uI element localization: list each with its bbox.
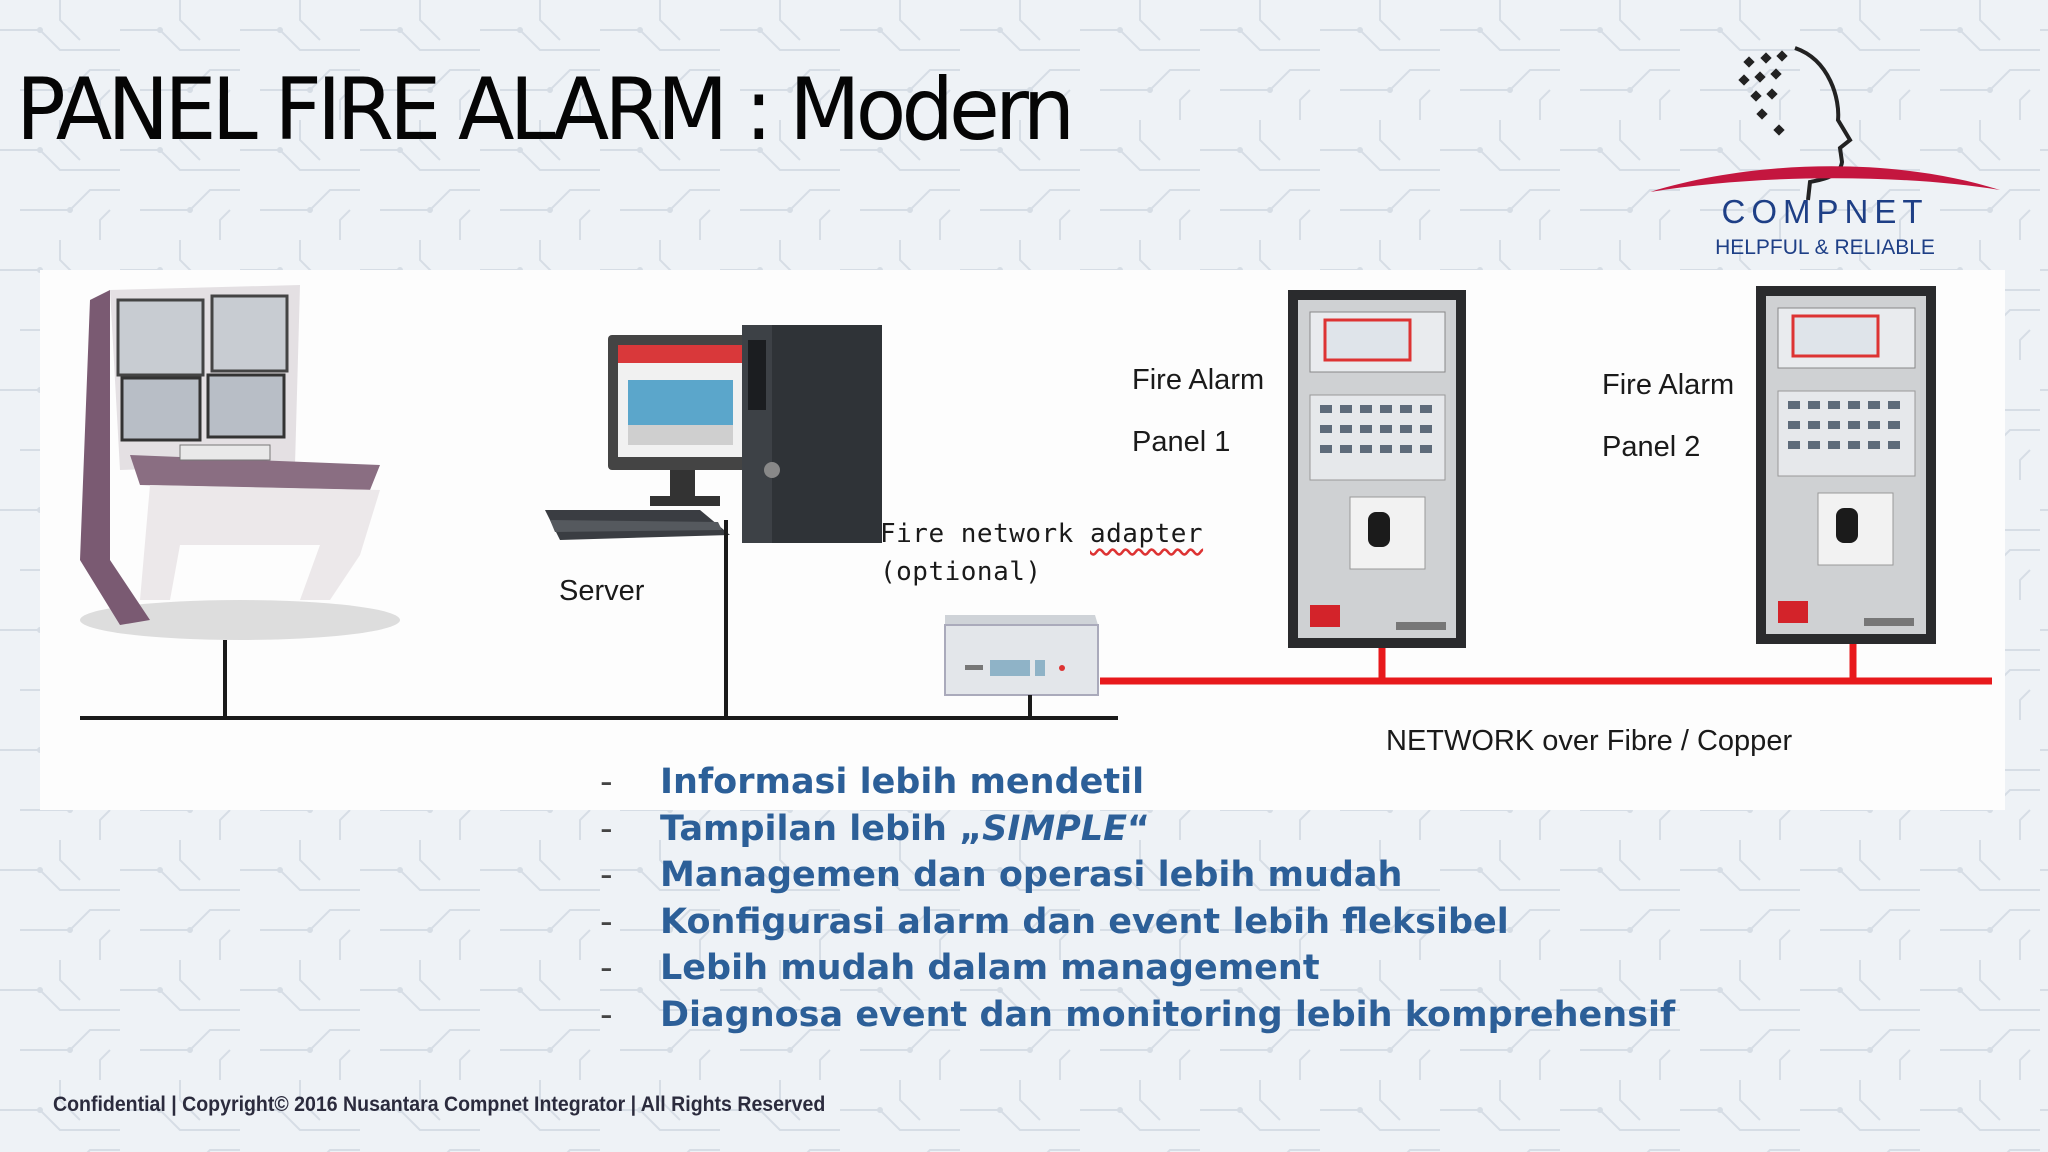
panel1-label-line1: Fire Alarm <box>1132 364 1265 396</box>
network-label: NETWORK over Fibre / Copper <box>1386 725 1793 757</box>
panel2-label-line2: Panel 2 <box>1602 431 1701 463</box>
bullet-text: Managemen dan operasi lebih mudah <box>660 855 1403 895</box>
bullet-text-suffix: “ <box>1127 808 1151 849</box>
bullet-text: Lebih mudah dalam management <box>660 948 1320 988</box>
bullet-dash: - <box>600 855 613 895</box>
panel2-label-line1: Fire Alarm <box>1602 369 1735 401</box>
adapter-label-line1: Fire network adapter <box>880 519 1204 549</box>
bullet-dash: - <box>600 948 613 988</box>
logo-tagline: HELPFUL & RELIABLE <box>1715 236 1935 259</box>
panel1-label-line2: Panel 1 <box>1132 426 1231 458</box>
bullet-text-emphasis: SIMPLE <box>982 808 1128 849</box>
bullet-dash: - <box>600 901 613 942</box>
bullet-item: - Managemen dan operasi lebih mudah <box>600 855 1675 902</box>
bullet-item: - Informasi lebih mendetil <box>600 762 1675 809</box>
bullet-dash: - <box>600 808 613 849</box>
bullet-text: Informasi lebih mendetil <box>660 762 1145 802</box>
local-bus-line <box>80 520 1118 720</box>
footer-copyright: Confidential | Copyright© 2016 Nusantara… <box>53 1093 826 1116</box>
bullet-dash: - <box>600 994 613 1035</box>
bullet-text-prefix: Tampilan lebih „ <box>660 808 983 849</box>
fire-alarm-panel-1-illustration <box>1288 290 1466 648</box>
fire-network-line <box>1100 644 1992 685</box>
fire-alarm-panel-2-illustration <box>1756 286 1936 644</box>
slide-title: PANEL FIRE ALARM : Modern <box>16 60 1075 160</box>
logo-name: COMPNET <box>1722 193 1929 230</box>
network-adapter-illustration <box>944 615 1099 696</box>
bullet-item: - Lebih mudah dalam management <box>600 948 1675 995</box>
server-illustration <box>545 325 882 543</box>
bullet-dash: - <box>600 762 613 802</box>
bullet-text: Konfigurasi alarm dan event lebih fleksi… <box>660 901 1509 942</box>
server-label: Server <box>559 575 645 607</box>
workstation-illustration <box>80 285 400 640</box>
bullet-item: - Tampilan lebih „SIMPLE“ <box>600 809 1675 856</box>
bullet-item: - Diagnosa event dan monitoring lebih kom… <box>600 995 1675 1042</box>
bullet-text: Diagnosa event dan monitoring lebih komp… <box>660 994 1676 1035</box>
adapter-label-line2: (optional) <box>880 557 1042 587</box>
bullet-item: - Konfigurasi alarm dan event lebih fleks… <box>600 902 1675 949</box>
compnet-logo: COMPNET HELPFUL & RELIABLE <box>1640 40 2010 270</box>
feature-bullet-list: - Informasi lebih mendetil - Tampilan lebi… <box>600 762 1675 1041</box>
